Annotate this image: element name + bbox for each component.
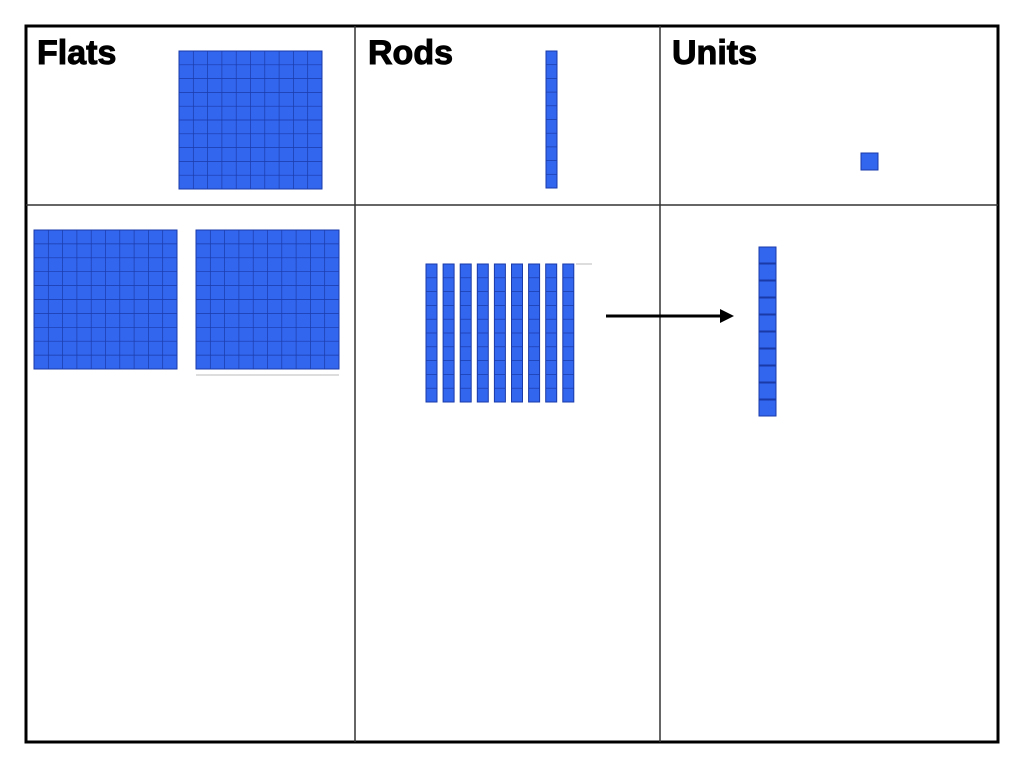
- unit-block-4: [758, 297, 777, 315]
- rod-block-7: [528, 263, 541, 403]
- ten-by-ten-square-icon: [178, 50, 323, 190]
- rod-block-1: [425, 263, 438, 403]
- rod-block-4: [476, 263, 489, 403]
- unit-block-5: [758, 314, 777, 332]
- unit-block-7: [758, 348, 777, 366]
- rod-block-5: [493, 263, 506, 403]
- rod-block-6: [511, 263, 523, 403]
- flat-block-1: [33, 229, 178, 370]
- rod-block-8: [545, 263, 558, 403]
- blocks-layer: [33, 50, 879, 417]
- unit-block-2: [758, 263, 777, 281]
- heading-rods: Rods: [368, 34, 454, 72]
- heading-flats: Flats: [36, 34, 117, 72]
- unit-block-9: [758, 382, 777, 400]
- rod-block-3: [459, 263, 472, 403]
- unit-block-1: [758, 246, 777, 264]
- flat-block-2: [195, 229, 340, 370]
- unit-block-6: [758, 331, 777, 349]
- rod-block-9: [562, 263, 575, 403]
- single-cube-icon: [860, 152, 879, 171]
- unit-block-3: [758, 280, 777, 298]
- unit-block-8: [758, 365, 777, 383]
- one-by-ten-bar-icon: [545, 50, 558, 189]
- arrow-layer: [606, 309, 734, 323]
- rod-block-2: [442, 263, 455, 403]
- arrow-right-icon: [606, 309, 734, 323]
- unit-block-10: [758, 399, 777, 417]
- table-frame: [24, 24, 1000, 744]
- heading-units: Units: [672, 34, 758, 72]
- outer-border: [24, 24, 1000, 744]
